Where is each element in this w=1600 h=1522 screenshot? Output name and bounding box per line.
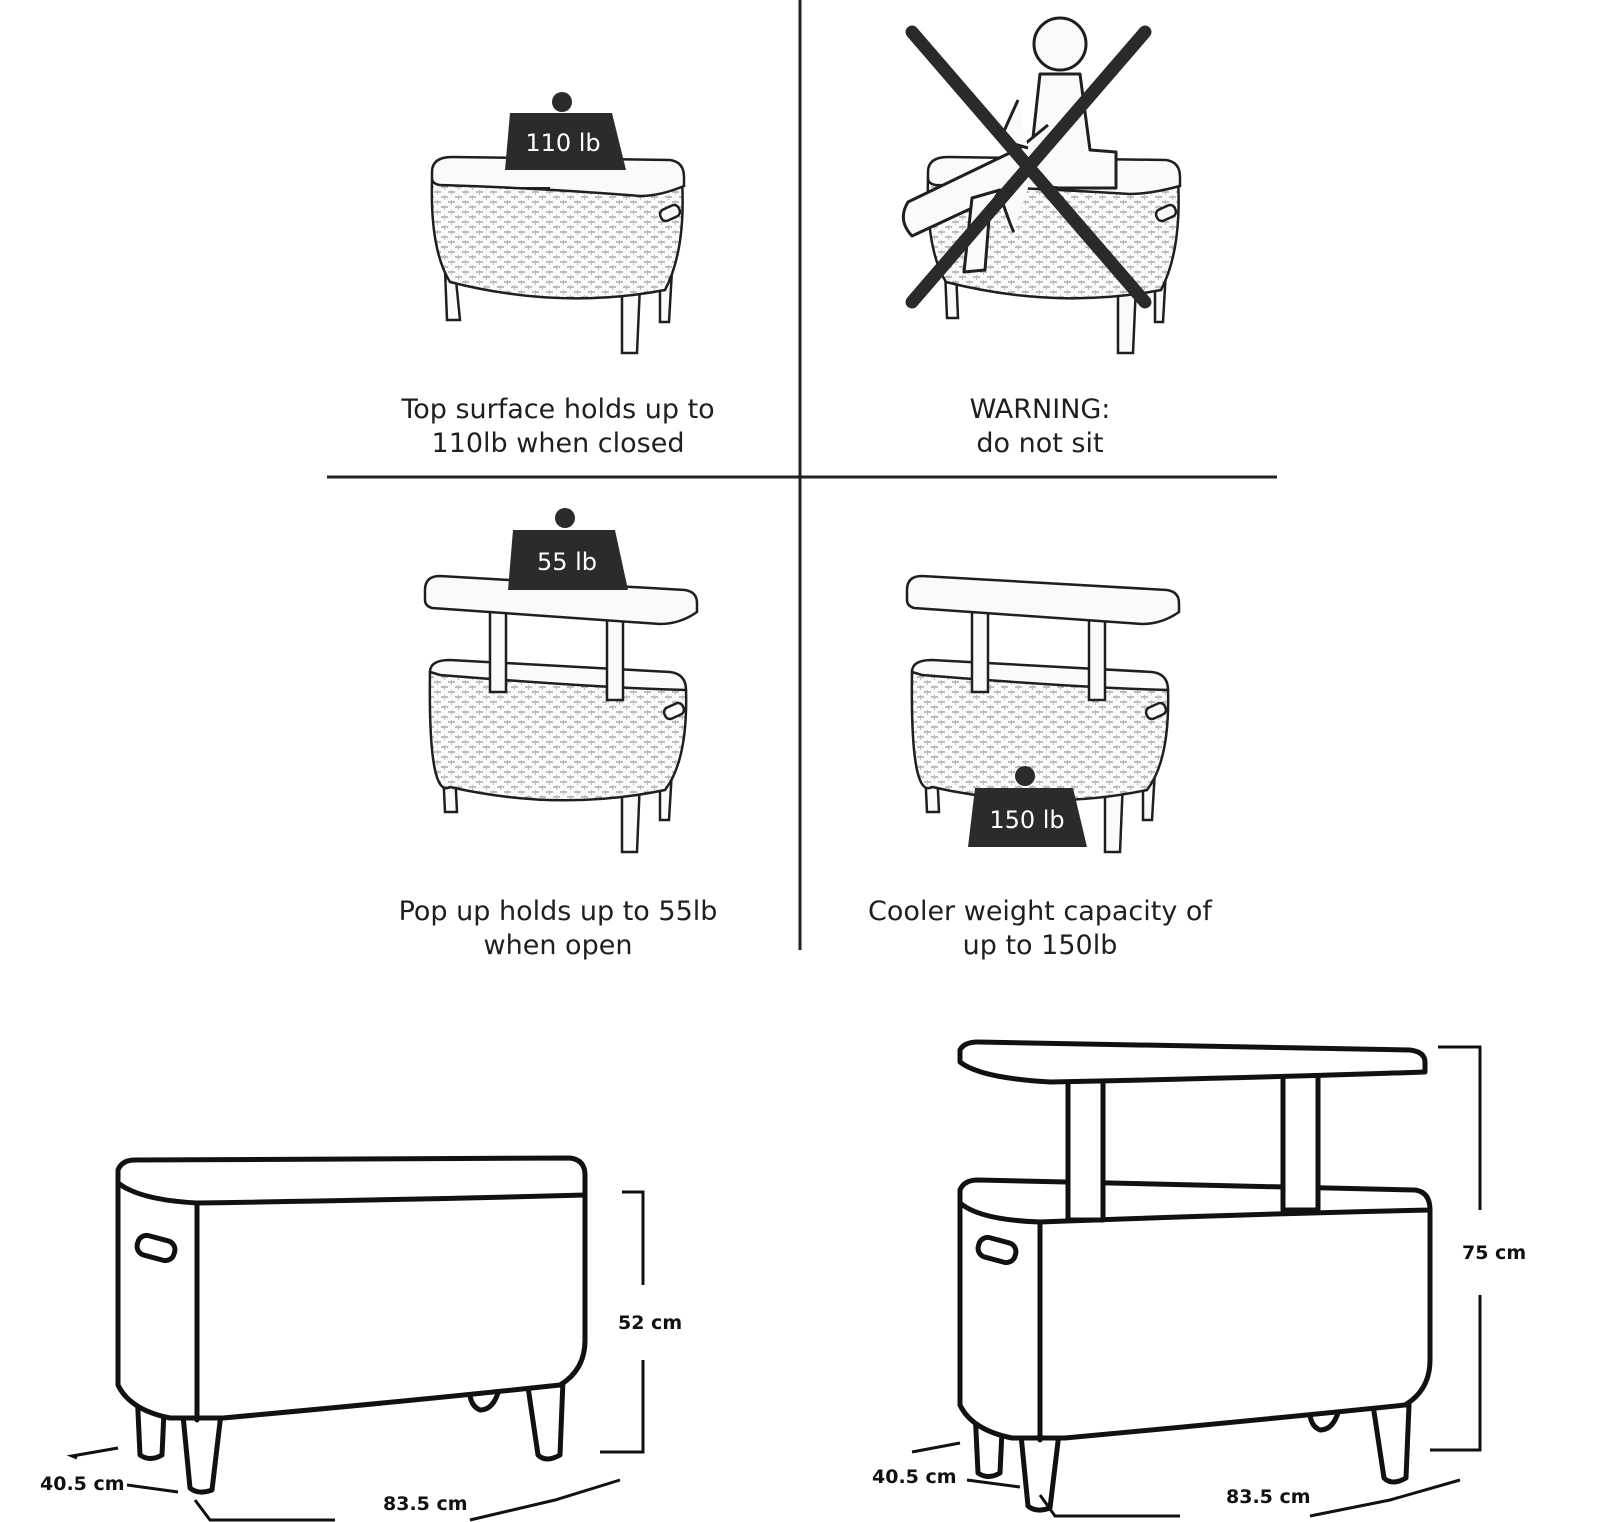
open-height-label: 75 cm <box>1462 1242 1527 1264</box>
caption-warning: WARNING: do not sit <box>830 393 1250 461</box>
popup-table-illustration <box>423 574 699 854</box>
caption-top-surface-line2: 110lb when closed <box>431 428 685 459</box>
weight-110-badge: 110 lb <box>505 92 626 170</box>
closed-height-label: 52 cm <box>618 1312 683 1334</box>
closed-dimension-drawing <box>115 1155 588 1495</box>
caption-warning-line1: WARNING: <box>969 394 1111 425</box>
weight-110-label: 110 lb <box>525 129 600 157</box>
caption-warning-line2: do not sit <box>976 428 1104 459</box>
caption-pop-up-line1: Pop up holds up to 55lb <box>398 896 718 927</box>
caption-cooler-capacity: Cooler weight capacity of up to 150lb <box>830 895 1250 963</box>
weight-150-badge: 150 lb <box>968 766 1087 847</box>
closed-depth-label: 40.5 cm <box>40 1473 125 1495</box>
weight-55-badge: 55 lb <box>508 508 628 590</box>
closed-width-label: 83.5 cm <box>383 1493 468 1515</box>
open-width-label: 83.5 cm <box>1226 1486 1311 1508</box>
caption-top-surface-line1: Top surface holds up to <box>401 394 715 425</box>
caption-top-surface: Top surface holds up to 110lb when close… <box>348 393 768 461</box>
closed-dimension-lines <box>66 1190 645 1522</box>
open-depth-label: 40.5 cm <box>872 1466 957 1488</box>
weight-55-label: 55 lb <box>537 548 597 576</box>
warning-cross-icon <box>905 25 1152 309</box>
caption-pop-up: Pop up holds up to 55lb when open <box>348 895 768 963</box>
closed-table-illustration <box>430 155 686 355</box>
caption-cooler-capacity-line2: up to 150lb <box>962 930 1118 961</box>
open-dimension-drawing <box>957 1039 1433 1513</box>
caption-pop-up-line2: when open <box>483 930 633 961</box>
cooler-table-illustration <box>905 574 1181 854</box>
weight-150-label: 150 lb <box>989 806 1064 834</box>
caption-cooler-capacity-line1: Cooler weight capacity of <box>868 896 1212 927</box>
open-dimension-lines <box>911 1045 1482 1518</box>
